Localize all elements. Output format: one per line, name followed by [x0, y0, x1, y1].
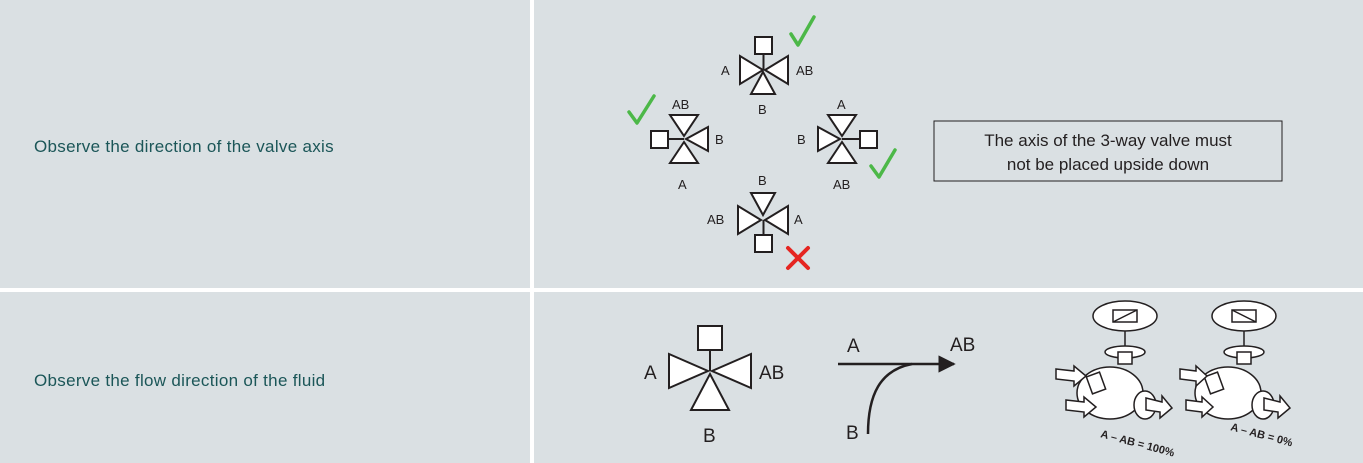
flow-valve-label-ab: AB: [759, 363, 784, 384]
flow-arrow-label-ab: AB: [950, 335, 975, 356]
check-icon: [789, 15, 816, 47]
top-valve-label-b: B: [758, 102, 767, 117]
flow-arrow-label-a: A: [847, 336, 860, 357]
image-caption-100: A – AB = 100%: [1099, 428, 1176, 459]
valve-left: [650, 114, 709, 164]
valve-illustration-0: [1179, 300, 1292, 420]
image-caption-0: A – AB = 0%: [1229, 421, 1294, 449]
left-valve-label-a: A: [678, 177, 687, 192]
flow-arrow: [838, 355, 956, 435]
bottom-valve-label-b: B: [758, 173, 767, 188]
note-box: [933, 120, 1283, 182]
note-line-1: The axis of the 3-way valve must: [984, 131, 1232, 150]
valve-bottom: [737, 192, 789, 253]
valve-illustration-100: [1055, 300, 1174, 420]
valve-top: [739, 36, 789, 95]
flow-valve-label-a: A: [644, 363, 657, 384]
right-valve-label-a: A: [837, 97, 846, 112]
cross-icon: [786, 246, 810, 270]
note-line-2: not be placed upside down: [1007, 155, 1209, 174]
valve-right: [817, 114, 878, 164]
right-valve-label-ab: AB: [833, 177, 850, 192]
flow-valve-label-b: B: [703, 426, 716, 447]
flow-arrow-label-b: B: [846, 423, 859, 444]
check-icon: [627, 94, 656, 125]
right-valve-label-b: B: [797, 132, 806, 147]
flow-valve: [668, 325, 752, 411]
left-valve-label-ab: AB: [672, 97, 689, 112]
row2-label-cell: [0, 292, 530, 463]
left-valve-label-b: B: [715, 132, 724, 147]
top-valve-label-a: A: [721, 63, 730, 78]
bottom-valve-label-a: A: [794, 212, 803, 227]
row1-diagram-cell: [534, 0, 1363, 288]
top-valve-label-ab: AB: [796, 63, 813, 78]
bottom-valve-label-ab: AB: [707, 212, 724, 227]
row1-label: Observe the direction of the valve axis: [34, 137, 334, 156]
check-icon: [869, 148, 897, 179]
row1-label-cell: [0, 0, 530, 288]
row2-label: Observe the flow direction of the fluid: [34, 371, 326, 390]
